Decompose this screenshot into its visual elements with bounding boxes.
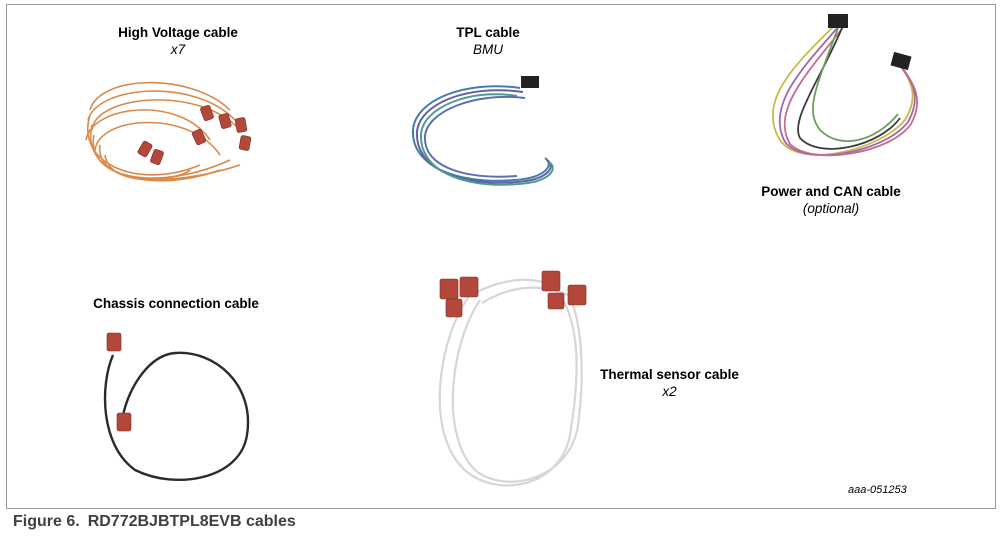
figure-caption: Figure 6. RD772BJBTPL8EVB cables bbox=[13, 513, 296, 531]
thermal-cable-image bbox=[438, 270, 587, 487]
high-voltage-cable-label: High Voltage cable x7 bbox=[108, 24, 248, 58]
tpl-cable-title: TPL cable bbox=[456, 25, 520, 40]
tpl-cable-subtitle: BMU bbox=[473, 42, 503, 57]
high-voltage-cable-image bbox=[85, 81, 252, 182]
power-can-cable-label: Power and CAN cable (optional) bbox=[746, 183, 916, 217]
thermal-cable-qty: x2 bbox=[662, 384, 677, 399]
chassis-cable-label: Chassis connection cable bbox=[86, 295, 266, 312]
power-can-connector-1 bbox=[828, 14, 848, 28]
high-voltage-cable-title: High Voltage cable bbox=[118, 25, 238, 40]
thermal-cable-title: Thermal sensor cable bbox=[600, 367, 739, 382]
chassis-cable-title: Chassis connection cable bbox=[93, 296, 259, 311]
chassis-terminal-1 bbox=[106, 332, 122, 352]
power-can-cable-title: Power and CAN cable bbox=[761, 184, 901, 199]
power-can-cable-image bbox=[771, 14, 919, 157]
figure-number: Figure 6. bbox=[13, 513, 80, 530]
chassis-terminal-2 bbox=[116, 412, 132, 432]
image-id: aaa-051253 bbox=[848, 484, 907, 496]
high-voltage-cable-qty: x7 bbox=[170, 42, 186, 57]
figure-frame bbox=[6, 4, 996, 509]
tpl-cable-label: TPL cable BMU bbox=[438, 24, 538, 58]
thermal-cable-label: Thermal sensor cable x2 bbox=[592, 366, 747, 400]
tpl-cable-image bbox=[411, 76, 554, 186]
figure-title: RD772BJBTPL8EVB cables bbox=[87, 513, 296, 530]
tpl-connector bbox=[521, 76, 539, 88]
power-can-cable-subtitle: (optional) bbox=[802, 201, 860, 216]
chassis-cable-image bbox=[103, 332, 250, 481]
power-can-connector-2 bbox=[890, 51, 912, 71]
